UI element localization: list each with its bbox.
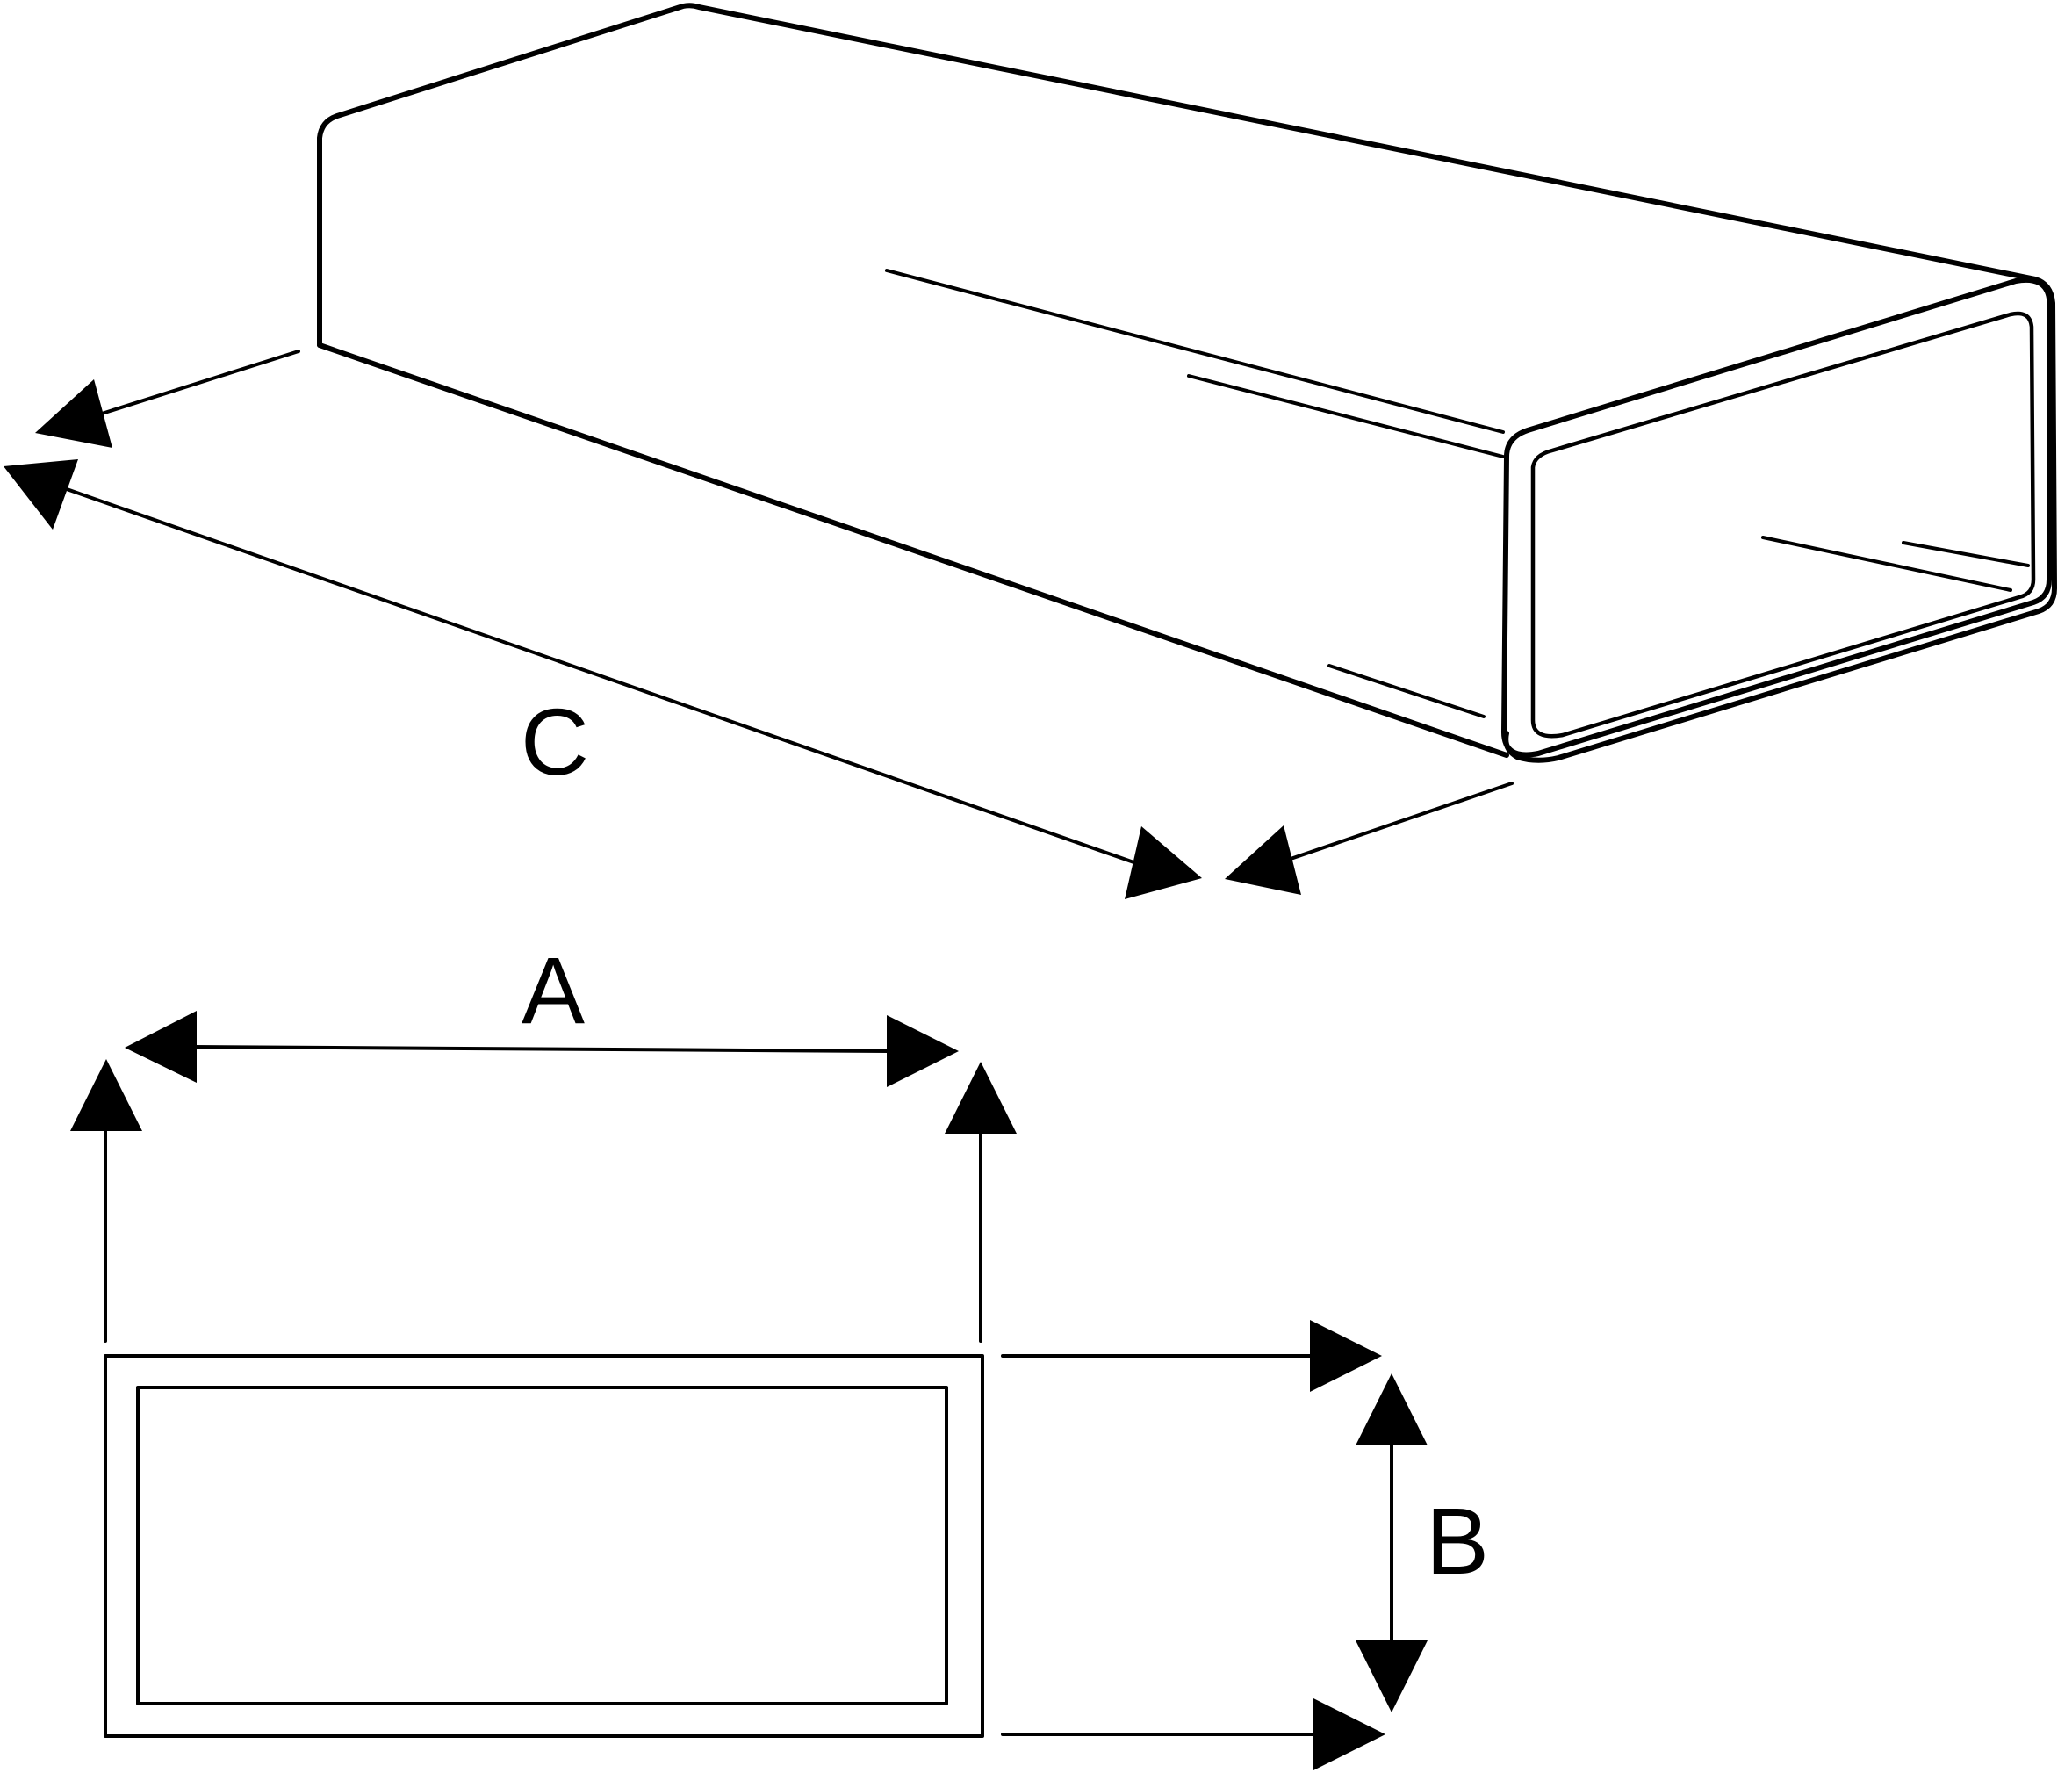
a-arrowhead-right	[887, 1015, 959, 1087]
duct-highlight-line	[1902, 541, 2030, 567]
b-arrowhead-bottom	[1356, 1640, 1428, 1712]
b-extension-arrowhead-top	[1310, 1320, 1382, 1392]
duct-bottom-edge	[317, 342, 1509, 758]
a-dimension-line	[191, 1045, 890, 1053]
c-dimension-line	[65, 487, 1143, 867]
dimension-a: A	[70, 937, 1017, 1343]
duct-highlight-line	[1187, 374, 1505, 458]
dimension-b-label: B	[1426, 1488, 1489, 1594]
duct-front-view	[104, 1354, 984, 1738]
b-arrowhead-top	[1356, 1373, 1428, 1445]
duct-highlight-line	[1761, 536, 2012, 592]
front-view-inner-frame	[136, 1386, 948, 1705]
duct-end-outer	[1500, 277, 2052, 758]
c-extension-arrowhead-end	[1225, 825, 1301, 895]
duct-highlight-line	[1327, 664, 1486, 718]
a-extension-arrowhead-left	[70, 1059, 142, 1131]
dimension-c: C	[4, 350, 1514, 899]
dimension-c-label: C	[521, 688, 589, 795]
a-arrowhead-left	[125, 1011, 197, 1083]
dimension-b: B	[1001, 1320, 1489, 1770]
front-view-outer-frame	[104, 1354, 984, 1738]
c-extension-line-end	[1289, 782, 1514, 861]
c-extension-line-start	[100, 350, 300, 415]
duct-top-outline	[317, 3, 2057, 763]
duct-isometric-view	[317, 3, 2057, 763]
c-arrowhead-start	[4, 459, 78, 530]
a-extension-arrowhead-right	[945, 1062, 1017, 1134]
duct-end-inner	[1530, 311, 2036, 739]
c-extension-arrowhead-start	[35, 379, 112, 448]
dimension-a-label: A	[522, 937, 585, 1043]
duct-highlight-line	[885, 269, 1505, 434]
c-arrowhead-end	[1125, 826, 1202, 899]
b-extension-arrowhead-bottom	[1313, 1698, 1385, 1770]
